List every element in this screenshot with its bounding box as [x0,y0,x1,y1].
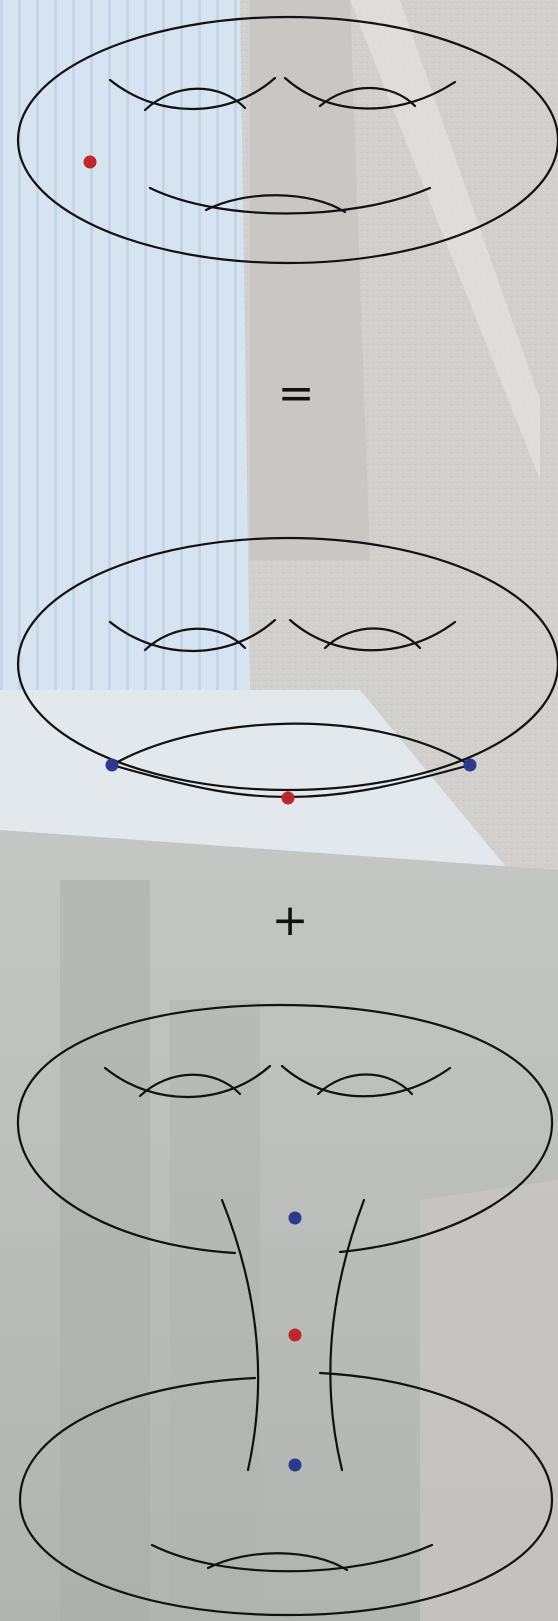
handle-curve-bottom [150,188,430,214]
lower-surface-outline [20,1373,552,1615]
genus-three-surface-top [18,17,558,263]
plus-sign: + [272,895,309,946]
marked-point-blue-left [106,759,119,772]
surface-outline [18,17,558,263]
marked-point-red [84,156,97,169]
upper-surface-outline [18,1005,552,1253]
pinched-loop-lower [112,765,470,797]
pinched-loop-upper [112,724,470,765]
handle-arc-right [318,1075,412,1095]
neck-right-wall [330,1200,364,1470]
neck-left-wall [222,1200,258,1470]
handle-curve-right [282,1066,450,1096]
handle-arc-left [145,89,245,110]
two-component-surface [18,1005,552,1615]
handle-curve-left [105,1066,270,1097]
handle-curve-left [110,620,275,651]
handle-curve-right [290,620,455,650]
marked-point-blue-right [464,759,477,772]
marked-point-blue-bottom [289,1459,302,1472]
marked-point-blue-top [289,1212,302,1225]
marked-point-red [289,1329,302,1342]
equals-sign: = [278,368,315,419]
genus-two-surface-with-node [18,538,558,805]
handle-curve-bottom [152,1545,432,1571]
handle-curve-left [110,78,275,109]
handle-curve-right [285,78,455,109]
surface-outline [18,538,558,790]
marked-point-red [282,792,295,805]
